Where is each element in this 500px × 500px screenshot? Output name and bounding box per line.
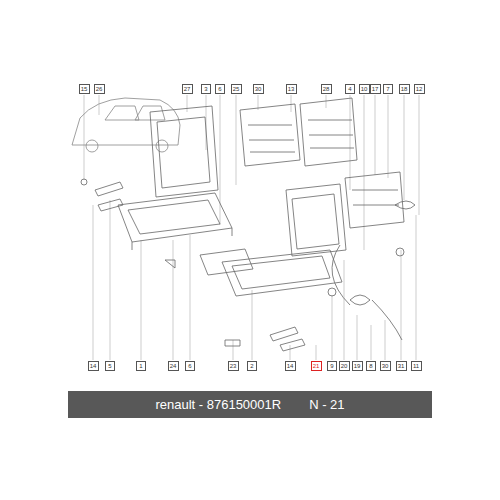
callout-box: 18 <box>399 84 410 94</box>
callout-number: 20 <box>341 363 348 369</box>
callout-box: 14 <box>285 361 296 371</box>
callout-number: 26 <box>96 86 103 92</box>
callout-box: 10 <box>359 84 370 94</box>
callout-box: 26 <box>94 84 105 94</box>
callout-number: 5 <box>108 363 111 369</box>
callout-number: 30 <box>255 86 262 92</box>
callout-box: 7 <box>383 84 393 94</box>
callout-box: 24 <box>168 361 179 371</box>
callout-box: 14 <box>88 361 99 371</box>
callout-number: 21 <box>313 363 320 369</box>
callout-box: 5 <box>105 361 115 371</box>
callout-number: 24 <box>170 363 177 369</box>
small-parts <box>81 179 415 351</box>
callout-number: 9 <box>330 363 333 369</box>
caption-text: renault - 876150001R <box>155 397 281 412</box>
callout-box: 1 <box>136 361 146 371</box>
callout-box: 17 <box>370 84 381 94</box>
callout-number: 6 <box>218 86 221 92</box>
callout-number: 17 <box>372 86 379 92</box>
callout-number: 3 <box>204 86 207 92</box>
callout-number: 15 <box>81 86 88 92</box>
callout-box: 15 <box>79 84 90 94</box>
callout-box: 4 <box>345 84 355 94</box>
callout-box: 9 <box>327 361 337 371</box>
caption-band: renault - 876150001R N - 21 <box>68 391 432 418</box>
callout-box: 2 <box>247 361 257 371</box>
callout-box: 13 <box>286 84 297 94</box>
callout-box: 21 <box>311 361 322 371</box>
callout-number: 10 <box>361 86 368 92</box>
rear-seat-frame <box>200 184 346 296</box>
callout-number: 7 <box>386 86 389 92</box>
leader-lines <box>84 95 419 360</box>
callout-box: 27 <box>182 84 193 94</box>
callout-box: 19 <box>352 361 363 371</box>
callout-number: 14 <box>90 363 97 369</box>
callout-box: 6 <box>185 361 195 371</box>
callout-box: 25 <box>231 84 242 94</box>
callout-number: 12 <box>416 86 423 92</box>
callout-box: 8 <box>366 361 376 371</box>
callout-number: 19 <box>354 363 361 369</box>
callout-box: 30 <box>380 361 391 371</box>
caption-text: N - 21 <box>309 397 344 412</box>
callout-box: 31 <box>396 361 407 371</box>
callout-box: 20 <box>339 361 350 371</box>
callout-number: 11 <box>413 363 419 369</box>
callout-number: 31 <box>398 363 405 369</box>
callout-number: 28 <box>323 86 330 92</box>
callout-number: 8 <box>369 363 372 369</box>
callout-number: 6 <box>188 363 191 369</box>
callout-box: 12 <box>414 84 425 94</box>
callout-number: 13 <box>288 86 295 92</box>
callout-number: 4 <box>348 86 351 92</box>
callout-number: 18 <box>401 86 408 92</box>
callout-number: 30 <box>382 363 389 369</box>
callout-number: 25 <box>233 86 240 92</box>
callout-number: 23 <box>230 363 237 369</box>
callout-box: 6 <box>215 84 225 94</box>
car-outline <box>72 98 180 152</box>
callout-box: 28 <box>321 84 332 94</box>
callout-number: 14 <box>287 363 294 369</box>
callout-number: 27 <box>184 86 191 92</box>
front-seat-frame <box>118 106 232 250</box>
callout-number: 2 <box>250 363 253 369</box>
seat-back-panels <box>240 98 404 228</box>
callout-box: 30 <box>253 84 264 94</box>
callout-box: 23 <box>228 361 239 371</box>
callout-box: 3 <box>201 84 211 94</box>
callout-number: 1 <box>139 363 142 369</box>
callout-box: 11 <box>411 361 422 371</box>
